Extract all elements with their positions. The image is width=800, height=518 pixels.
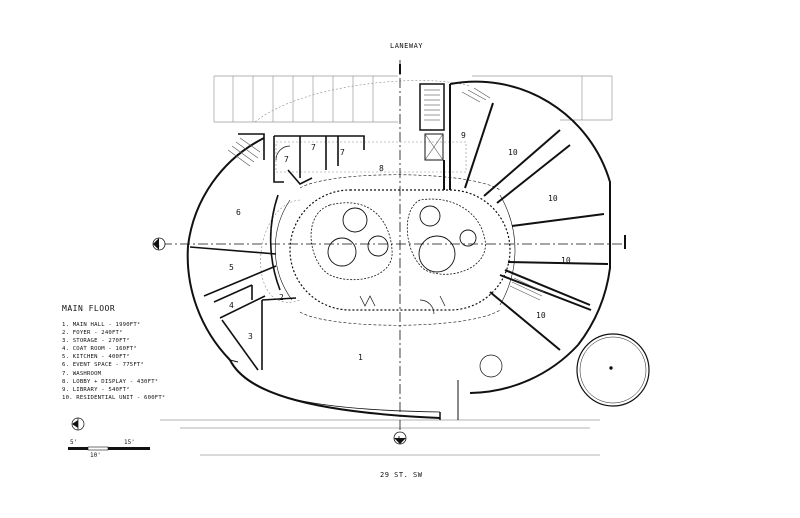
central-courtyard — [289, 189, 511, 311]
tree-canopy — [418, 235, 456, 273]
scale-bar — [68, 446, 150, 451]
room-number-labels: 1 2 3 4 5 6 7 7 7 8 9 10 10 10 10 — [229, 131, 571, 362]
room-label-library: 9 — [461, 131, 466, 140]
neighbour-lots — [213, 75, 613, 123]
street-label-29-st-sw: 29 ST. SW — [380, 471, 423, 479]
section-axes — [162, 60, 625, 430]
stair-hatching — [227, 83, 545, 301]
door-swings — [275, 145, 446, 315]
section-marker-bottom: A — [393, 431, 407, 445]
legend-item: 6. EVENT SPACE - 775FT² — [62, 362, 145, 369]
room-label-kitchen: 5 — [229, 263, 234, 272]
room-label-storage: 3 — [248, 332, 253, 341]
tree-canopy — [327, 237, 357, 267]
room-label-washroom-1: 7 — [284, 155, 289, 164]
svg-text:A: A — [157, 243, 160, 249]
scale-label-5ft: 5' — [70, 439, 78, 446]
planter-circle — [479, 354, 503, 378]
room-label-main-hall: 1 — [358, 353, 363, 362]
room-legend: MAIN FLOOR 1. MAIN HALL - 1990FT² 2. FOY… — [62, 304, 222, 402]
scale-label-10ft: 10' — [90, 452, 101, 459]
room-label-residential-3: 10 — [561, 256, 571, 265]
room-label-coat-room: 4 — [229, 301, 234, 310]
room-label-lobby: 8 — [379, 164, 384, 173]
svg-text:A: A — [398, 436, 401, 442]
tree-canopy — [459, 229, 477, 247]
legend-title: MAIN FLOOR — [62, 304, 116, 313]
street-label-laneway: LANEWAY — [390, 42, 424, 50]
dashed-outlines — [254, 80, 471, 303]
legend-item: 2. FOYER - 240FT² — [62, 330, 123, 337]
legend-item: 5. KITCHEN - 400FT² — [62, 354, 130, 361]
room-label-residential-2: 10 — [548, 194, 558, 203]
legend-item: 7. WASHROOM — [62, 370, 102, 377]
street-lines — [160, 419, 600, 456]
room-label-event-space: 6 — [236, 208, 241, 217]
exterior-walls — [186, 80, 611, 420]
room-label-residential-4: 10 — [536, 311, 546, 320]
tree-canopy — [419, 205, 441, 227]
site-circles — [479, 333, 650, 407]
north-arrow-icon — [71, 417, 85, 431]
legend-item: 4. COAT ROOM - 160FT² — [62, 346, 137, 353]
room-label-washroom-3: 7 — [340, 148, 345, 157]
legend-item: 1. MAIN HALL - 1990FT² — [62, 322, 141, 328]
left-partitions — [189, 133, 365, 371]
room-label-washroom-2: 7 — [311, 143, 316, 152]
tree-canopy — [367, 235, 389, 257]
legend-item: 10. RESIDENTIAL UNIT - 600FT² — [62, 394, 166, 401]
legend-item: 8. LOBBY + DISPLAY - 430FT² — [62, 378, 159, 385]
tree-canopy — [342, 207, 368, 233]
legend-list: 1. MAIN HALL - 1990FT² 2. FOYER - 240FT²… — [62, 321, 222, 402]
room-label-residential-1: 10 — [508, 148, 518, 157]
room-label-foyer: 2 — [279, 293, 284, 302]
adjacent-round-structure — [576, 333, 650, 407]
legend-item: 9. LIBRARY - 540FT² — [62, 386, 130, 393]
residential-partitions — [443, 84, 609, 351]
section-marker-left: A — [152, 237, 166, 251]
legend-item: 3. STORAGE - 270FT² — [62, 338, 130, 345]
scale-label-15ft: 15' — [124, 439, 135, 446]
